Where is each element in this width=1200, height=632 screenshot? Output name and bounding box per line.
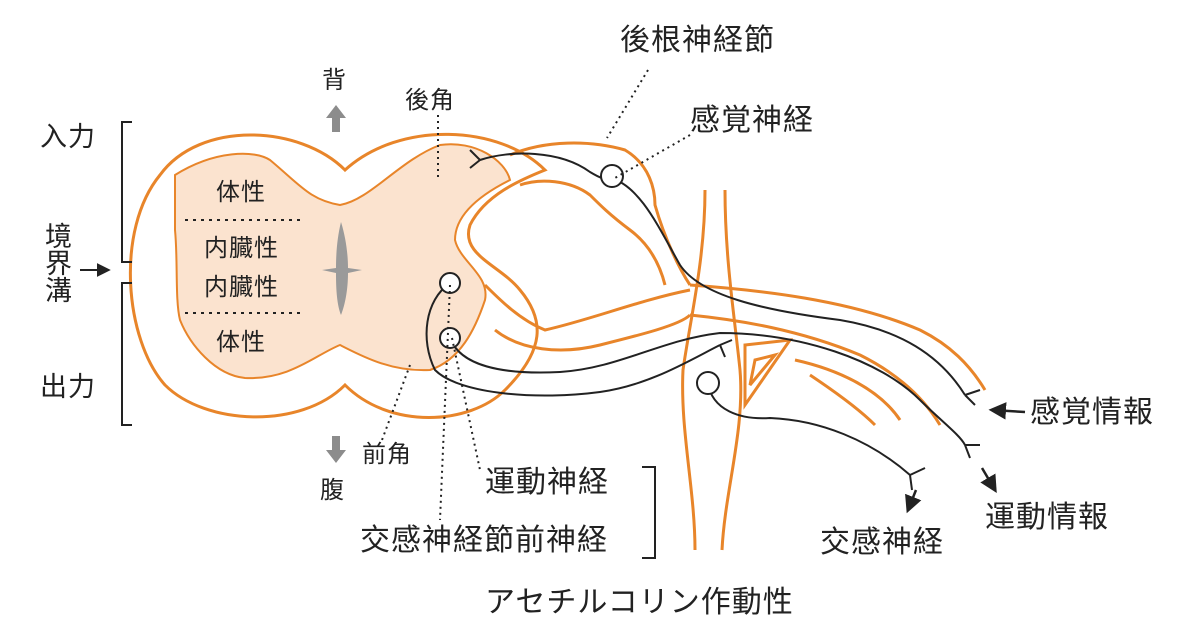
postganglionic-path: [707, 382, 911, 476]
dorsal-arrow: [326, 105, 346, 132]
motor-neuron-path: [449, 331, 966, 446]
somatic-lower-label: 体性: [216, 328, 266, 356]
input-label: 入力: [40, 122, 96, 153]
sympathetic-nerve-label: 交感神経: [820, 525, 944, 560]
leader-motor: [451, 337, 481, 471]
output-bracket: [121, 282, 132, 426]
central-canal: [322, 222, 362, 315]
preganglionic-label: 交感神経節前神経: [360, 523, 608, 558]
sensory-nerve-label: 感覚神経: [690, 103, 814, 138]
terminal-forks: [719, 339, 981, 491]
input-bracket: [121, 121, 132, 263]
cholinergic-label: アセチルコリン作動性: [485, 585, 794, 620]
leader-ventral-horn: [381, 364, 411, 441]
preganglionic-cell: [439, 272, 461, 294]
spinal-nerve: [689, 283, 987, 426]
ventral-horn-label: 前角: [362, 440, 412, 468]
somatic-upper-label: 体性: [216, 178, 266, 206]
drg-label: 後根神経節: [620, 23, 775, 58]
sympathetic-arrow: [905, 489, 922, 514]
ventral-arrow: [326, 436, 346, 463]
motor-info-label: 運動情報: [985, 500, 1109, 535]
leader-sensory: [614, 134, 691, 179]
dorsal-horn-label: 後角: [405, 86, 455, 114]
output-label: 出力: [40, 372, 96, 403]
leader-drg: [606, 69, 649, 139]
nerve-type-bracket: [642, 466, 656, 559]
motor-neuron-cell: [439, 327, 461, 349]
visceral-upper-label: 内臓性: [204, 234, 279, 262]
dorsal-label: 背: [322, 66, 347, 94]
ramus-lower: [794, 358, 902, 427]
motor-info-arrow: [980, 467, 997, 494]
rami-communicantes: [743, 338, 794, 410]
sulcus-limitans-label: 境界溝: [40, 222, 71, 303]
ventral-label: 腹: [320, 476, 345, 504]
sensory-info-arrow: [988, 402, 1026, 420]
sensory-neuron-path: [479, 152, 966, 396]
sympathetic-ganglion-cell: [696, 371, 720, 395]
dorsal-root-ganglion-cell: [600, 164, 624, 188]
sensory-terminal: [469, 149, 481, 169]
visceral-lower-label: 内臓性: [204, 273, 279, 301]
sympathetic-trunk: [681, 189, 743, 551]
motor-nerve-label: 運動神経: [485, 465, 609, 500]
sensory-info-label: 感覚情報: [1030, 395, 1154, 430]
ventral-root: [483, 283, 692, 352]
preganglionic-path: [425, 282, 721, 397]
